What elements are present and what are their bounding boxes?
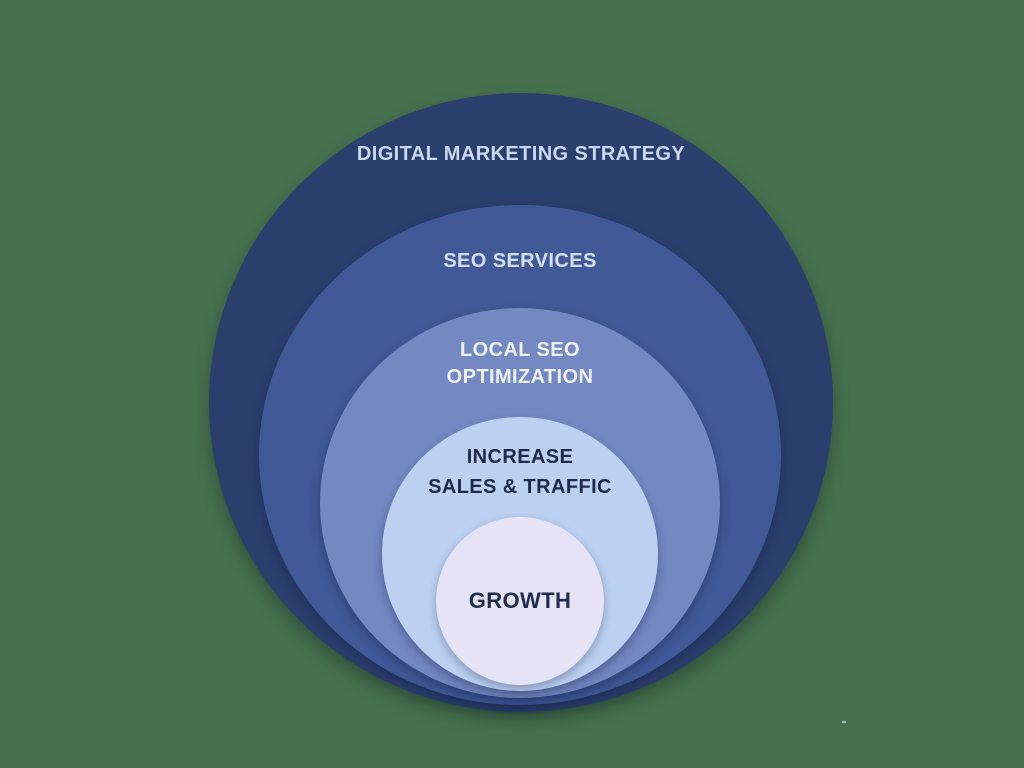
circle-growth: GROWTH xyxy=(436,517,604,685)
label-growth: GROWTH xyxy=(436,587,604,614)
label-increase-sales-traffic: INCREASE SALES & TRAFFIC xyxy=(382,442,658,502)
label-line: GROWTH xyxy=(468,588,572,613)
label-local-seo-optimization: LOCAL SEO OPTIMIZATION xyxy=(320,337,720,391)
label-line: LOCAL SEO xyxy=(460,339,580,361)
label-line: SALES & TRAFFIC xyxy=(428,476,612,498)
label-line: DIGITAL MARKETING STRATEGY xyxy=(356,143,686,165)
label-line: OPTIMIZATION xyxy=(446,366,594,388)
artifact-dot xyxy=(842,721,846,723)
label-line: INCREASE xyxy=(466,446,574,468)
label-seo-services: SEO SERVICES xyxy=(259,248,781,275)
label-digital-marketing-strategy: DIGITAL MARKETING STRATEGY xyxy=(209,141,833,168)
label-line: SEO SERVICES xyxy=(443,250,597,272)
